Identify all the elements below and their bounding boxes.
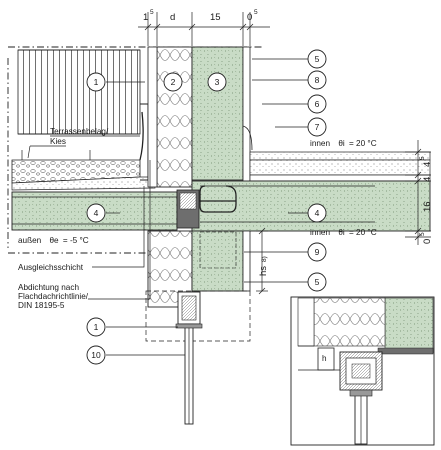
callout-5-top: 5 — [315, 54, 320, 64]
callout-9: 9 — [315, 247, 320, 257]
callout-7: 7 — [315, 122, 320, 132]
label-innen-bottom: innen θi = 20 °C — [310, 228, 377, 237]
lintel-concrete — [191, 230, 244, 292]
label-innen-top: innen θi = 20 °C — [310, 139, 377, 148]
dim-top-4-sup: 5 — [254, 9, 258, 16]
label-ausgleichsschicht: Ausgleichsschicht — [18, 263, 84, 272]
callout-4-right: 4 — [315, 208, 320, 218]
wall-insulation-upper — [156, 46, 193, 188]
hs-sup: 8) — [261, 256, 268, 262]
dim-top-4: 0 — [247, 12, 252, 23]
interior-floor-buildup — [242, 125, 431, 182]
callout-1-bottom: 1 — [94, 322, 99, 332]
label-kies: Kies — [50, 137, 66, 146]
label-abdichtung-1: Abdichtung nach — [18, 283, 79, 292]
dim-right-1-sup: 5 — [419, 156, 426, 160]
callout-6: 6 — [315, 99, 320, 109]
detail-reference-frame — [145, 290, 251, 342]
dim-right-2: 4 — [422, 177, 433, 182]
detail-h-label: h — [322, 354, 327, 363]
label-terrassenbelag: Terrassenbelag/ — [50, 127, 109, 136]
hs-dimension: hs 8) — [256, 227, 269, 295]
callout-3: 3 — [215, 77, 220, 87]
detail-inset: h — [290, 296, 435, 446]
interior-plaster-upper — [242, 46, 251, 183]
right-dimension-chain: 4 5 4 16 0 5 — [405, 140, 433, 245]
label-abdichtung-3: DIN 18195-5 — [18, 301, 65, 310]
callout-5-bottom: 5 — [315, 277, 320, 287]
thermal-break-rebar — [199, 185, 237, 213]
dim-right-1: 4 — [422, 162, 433, 167]
dim-right-3: 16 — [422, 201, 433, 212]
callout-1-top: 1 — [94, 77, 99, 87]
label-abdichtung-2: Flachdachrichtlinie/ — [18, 292, 89, 301]
terrace-railing — [17, 49, 141, 135]
callout-markers: 1 2 3 5 8 6 7 4 4 9 5 1 10 — [86, 49, 327, 365]
label-aussen: außen θe = -5 °C — [18, 236, 89, 245]
dim-top-2: d — [170, 12, 175, 23]
callout-4-left: 4 — [94, 208, 99, 218]
dim-top-1-sup: 5 — [150, 9, 154, 16]
terrace-buildup — [11, 103, 156, 191]
hs-label: hs — [258, 266, 269, 276]
top-dimension-chain: 1 5 d 15 0 5 — [138, 9, 270, 46]
dim-right-4-sup: 5 — [419, 232, 426, 236]
concrete-wall-upper — [191, 46, 244, 181]
dim-top-1: 1 — [143, 12, 148, 23]
callout-2: 2 — [171, 77, 176, 87]
dim-top-3: 15 — [210, 12, 221, 23]
window-frame — [175, 291, 203, 425]
dim-right-4: 0 — [422, 239, 433, 244]
callout-10: 10 — [91, 350, 101, 360]
callout-8: 8 — [315, 75, 320, 85]
outer-render-upper — [147, 46, 158, 188]
